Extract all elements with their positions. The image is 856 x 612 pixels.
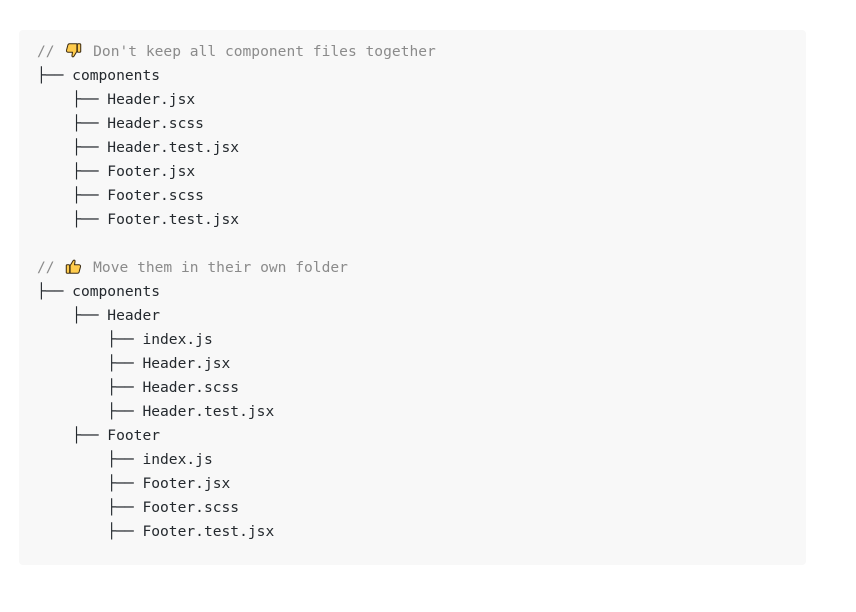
tree-entry-name: Header.jsx	[107, 91, 196, 108]
tree-entry-name: Header.test.jsx	[142, 403, 275, 420]
tree-branch: ├──	[37, 427, 108, 444]
tree-line: ├── components	[37, 280, 806, 304]
tree-entry-name: Header.test.jsx	[107, 139, 240, 156]
blank-line	[37, 232, 806, 256]
tree-entry-name: index.js	[142, 331, 213, 348]
tree-line: ├── Footer.jsx	[37, 160, 806, 184]
tree-branch: ├──	[37, 523, 143, 540]
comment-text: Don't keep all component files together	[84, 43, 436, 60]
comment-prefix: //	[37, 43, 64, 60]
tree-line: ├── Header.test.jsx	[37, 400, 806, 424]
tree-branch: ├──	[37, 187, 108, 204]
tree-entry-name: components	[72, 67, 161, 84]
tree-line: ├── Footer.jsx	[37, 472, 806, 496]
tree-entry-name: Header.scss	[107, 115, 204, 132]
tree-entry-name: Footer.test.jsx	[142, 523, 275, 540]
tree-branch: ├──	[37, 331, 143, 348]
comment-prefix: //	[37, 259, 64, 276]
tree-branch: ├──	[37, 163, 108, 180]
tree-entry-name: Footer.test.jsx	[107, 211, 240, 228]
code-block: // Don't keep all component files togeth…	[19, 30, 806, 565]
thumbs-down-icon	[66, 43, 82, 58]
tree-line: ├── index.js	[37, 448, 806, 472]
tree-entry-name: components	[72, 283, 161, 300]
tree-line: ├── Footer	[37, 424, 806, 448]
tree-branch: ├──	[37, 283, 73, 300]
tree-branch: ├──	[37, 115, 108, 132]
comment-dont-keep: // Don't keep all component files togeth…	[37, 40, 806, 64]
tree-line: ├── index.js	[37, 328, 806, 352]
tree-line: ├── components	[37, 64, 806, 88]
tree-line: ├── Header.test.jsx	[37, 136, 806, 160]
tree-branch: ├──	[37, 499, 143, 516]
tree-line: ├── Footer.scss	[37, 496, 806, 520]
tree-branch: ├──	[37, 379, 143, 396]
tree-entry-name: Header.jsx	[142, 355, 231, 372]
tree-line: ├── Header.scss	[37, 112, 806, 136]
tree-branch: ├──	[37, 91, 108, 108]
tree-branch: ├──	[37, 307, 108, 324]
tree-line: ├── Header.jsx	[37, 88, 806, 112]
tree-line: ├── Footer.test.jsx	[37, 208, 806, 232]
tree-branch: ├──	[37, 403, 143, 420]
tree-entry-name: Footer.scss	[107, 187, 204, 204]
comment-move-folder: // Move them in their own folder	[37, 256, 806, 280]
tree-line: ├── Footer.test.jsx	[37, 520, 806, 544]
tree-branch: ├──	[37, 475, 143, 492]
tree-line: ├── Header	[37, 304, 806, 328]
tree-branch: ├──	[37, 355, 143, 372]
tree-branch: ├──	[37, 211, 108, 228]
tree-branch: ├──	[37, 451, 143, 468]
comment-text: Move them in their own folder	[84, 259, 348, 276]
tree-line: ├── Footer.scss	[37, 184, 806, 208]
tree-entry-name: Footer.jsx	[107, 163, 196, 180]
tree-entry-name: Header.scss	[142, 379, 240, 396]
tree-entry-name: index.js	[142, 451, 213, 468]
tree-entry-name: Footer.jsx	[142, 475, 231, 492]
tree-entry-name: Footer.scss	[142, 499, 240, 516]
tree-branch: ├──	[37, 139, 108, 156]
tree-line: ├── Header.scss	[37, 376, 806, 400]
tree-entry-name: Footer	[107, 427, 161, 444]
tree-line: ├── Header.jsx	[37, 352, 806, 376]
thumbs-up-icon	[66, 259, 82, 274]
tree-entry-name: Header	[107, 307, 161, 324]
tree-branch: ├──	[37, 67, 73, 84]
